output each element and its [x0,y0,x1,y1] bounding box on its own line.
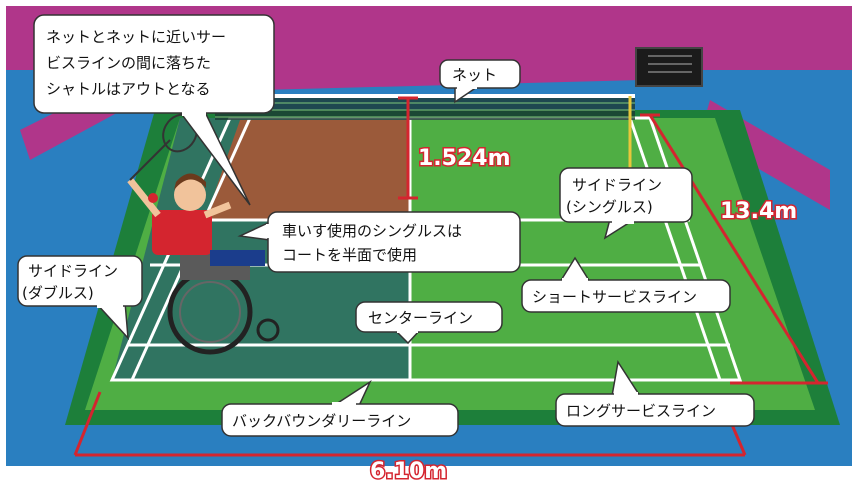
callout-side-line-doubles-line1: サイドライン [28,262,118,280]
callout-back-boundary-line: バックバウンダリーライン [221,379,459,437]
wheelchair-badminton-player-icon [127,113,280,355]
callout-center-line-text: センターライン [368,309,473,327]
callout-side-line-singles-line2: (シングルス) [566,198,653,216]
callout-side-line-doubles: サイドライン (ダブルス) [17,255,143,341]
callout-shuttle-out-line2: ビスラインの間に落ちた [46,54,211,72]
net [215,94,635,175]
court-width-label: 6.10m [370,459,447,484]
callout-net: ネット [439,59,521,104]
callout-net-text: ネット [452,66,497,84]
callout-shuttle-out-line1: ネットとネットに近いサー [46,28,226,46]
callout-short-service-line-text: ショートサービスライン [532,288,697,306]
callout-side-line-singles: サイドライン (シングルス) [559,167,693,240]
scoreboard-icon [635,47,703,87]
callout-long-service-line-text: ロングサービスライン [566,402,716,420]
dimension-lines [73,96,828,457]
callout-half-court: 車いす使用のシングルスは コートを半面で使用 [237,211,521,273]
callout-half-court-line1: 車いす使用のシングルスは [282,222,462,240]
no-go-area [205,120,410,220]
callout-short-service-line: ショートサービスライン [521,256,731,313]
callout-long-service-line: ロングサービスライン [555,359,755,427]
callout-center-line: センターライン [355,301,503,345]
callout-shuttle-out: ネットとネットに近いサー ビスラインの間に落ちた シャトルはアウトとなる [33,14,275,206]
callout-half-court-line2: コートを半面で使用 [282,246,417,264]
callout-shuttle-out-line3: シャトルはアウトとなる [46,80,211,98]
court-length-label: 13.4m [720,199,797,224]
callout-back-boundary-line-text: バックバウンダリーライン [232,412,411,430]
net-height-label: 1.524m [418,146,511,171]
callout-side-line-singles-line1: サイドライン [572,176,662,194]
callout-side-line-doubles-line2: (ダブルス) [22,284,94,302]
